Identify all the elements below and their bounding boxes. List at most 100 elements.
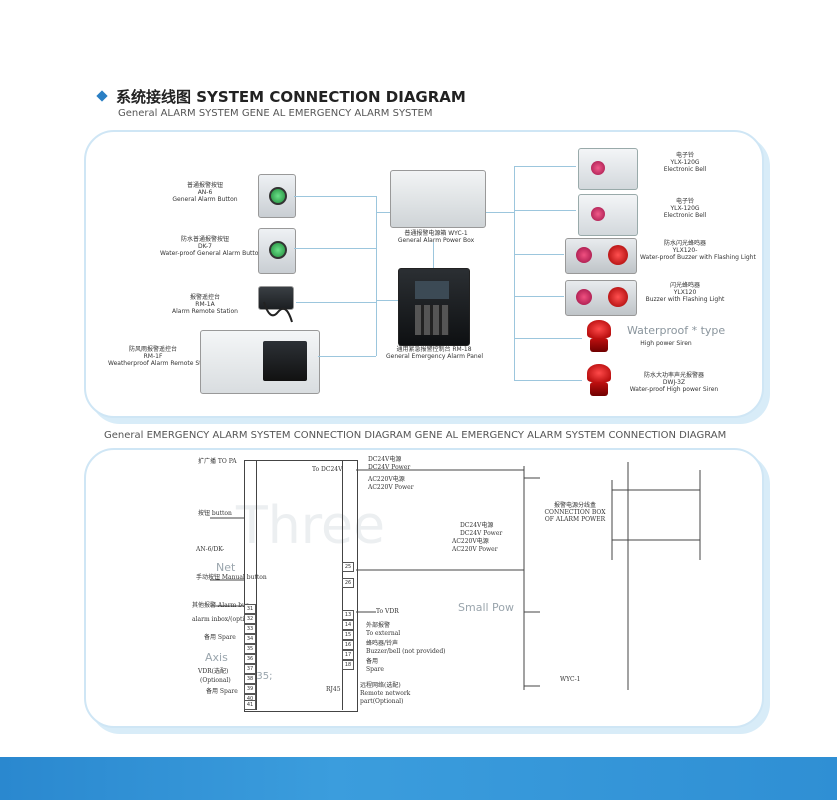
remote-unit-inner — [263, 341, 307, 381]
mid-label-remote-opt: part(Optional) — [360, 698, 404, 705]
net-overlay-text: Net — [216, 561, 236, 574]
mid-label-ext-cn: 外部报警 — [366, 622, 391, 629]
mid-dc24-en: DC24V Power — [460, 530, 503, 537]
waterproof-buzzer-device — [565, 238, 637, 274]
wire — [514, 380, 582, 381]
mid-label-spare-en: Spare — [366, 666, 384, 673]
mid-label-buzzer-cn: 蜂鸣器/铃声 — [366, 640, 399, 647]
waterproof-alarm-button-device — [258, 228, 296, 274]
mid-ac220-cn: AC220V电源 — [452, 538, 489, 545]
wire — [514, 296, 564, 297]
panel-keys — [415, 305, 449, 335]
title-text: 系统接线图 SYSTEM CONNECTION DIAGRAM — [116, 88, 466, 106]
schematic-left-terminal-strip — [244, 460, 257, 710]
wire — [296, 302, 376, 303]
sch-label-manual: 手动按钮 Manual button — [196, 574, 267, 581]
terminal: 32 — [244, 614, 256, 624]
sch-ac220-en: AC220V Power — [368, 484, 414, 491]
bell-indicator-icon — [591, 207, 605, 221]
overlay-135-text: 135; — [250, 671, 273, 682]
high-power-siren-device — [584, 320, 614, 354]
electronic-bell-1 — [578, 148, 638, 190]
mid-label-ext-en: To external — [366, 630, 401, 637]
flashing-light-icon — [608, 287, 628, 307]
sch-ac220-cn: AC220V电源 — [368, 476, 405, 483]
sch-label-vdr: VDR(选配) — [198, 668, 229, 675]
sch-label-alarm-inbox: alarm inbox/(option) — [192, 616, 255, 623]
terminal: 15 — [342, 630, 354, 640]
wire — [433, 242, 434, 268]
coiled-cable-icon — [263, 301, 293, 323]
general-emergency-alarm-panel — [398, 268, 470, 346]
wire — [376, 212, 390, 213]
waterproof-type-text: Waterproof * type — [627, 324, 726, 337]
green-button-icon — [269, 187, 287, 205]
sch-dc24-cn: DC24V电源 — [368, 456, 402, 463]
terminal: 34 — [244, 634, 256, 644]
mid-label-remote-en: Remote network — [360, 690, 411, 697]
wire — [514, 166, 576, 167]
terminal: 18 — [342, 660, 354, 670]
buzzer-icon — [576, 247, 592, 263]
page-title: 系统接线图 SYSTEM CONNECTION DIAGRAM — [96, 86, 466, 107]
green-button-icon — [269, 241, 287, 259]
small-pow-overlay-text: Small Pow — [458, 601, 515, 614]
terminal: 25 — [342, 562, 354, 572]
buzzer-icon — [576, 289, 592, 305]
connection-box-label: 报警电源分线盒 CONNECTION BOX OF ALARM POWER — [544, 502, 606, 523]
wire — [294, 248, 376, 249]
sch-label-button: 按钮 button — [198, 510, 232, 517]
terminal: 39 — [244, 684, 256, 694]
wire — [514, 254, 564, 255]
sch-label-an6: AN-6/DK- — [196, 546, 225, 553]
terminal: 33 — [244, 624, 256, 634]
terminal: 35 — [244, 644, 256, 654]
wire — [294, 196, 376, 197]
mid-label-spare-cn: 备用 — [366, 658, 379, 665]
schematic-main-block — [244, 460, 358, 712]
page-subtitle: General ALARM SYSTEM GENE AL EMERGENCY A… — [118, 108, 433, 119]
alarm-remote-station-device — [258, 286, 294, 310]
terminal: 13 — [342, 610, 354, 620]
terminal: 16 — [342, 640, 354, 650]
sch-label-optional: (Optional) — [200, 677, 231, 684]
waterproof-siren-device — [584, 364, 614, 398]
sch-label-spare-2: 备用 Spare — [206, 688, 238, 695]
general-alarm-power-box — [390, 170, 486, 228]
flashing-light-icon — [608, 245, 628, 265]
terminal: 17 — [342, 650, 354, 660]
wire — [376, 300, 398, 301]
bottom-banner — [0, 757, 837, 800]
terminal: 14 — [342, 620, 354, 630]
siren-icon — [587, 320, 611, 338]
sch-label-pa: 扩广播 TO PA — [198, 458, 237, 465]
wire — [514, 338, 582, 339]
terminal: 31 — [244, 604, 256, 614]
terminal: 37 — [244, 664, 256, 674]
high-power-siren-label: High power Siren — [640, 340, 692, 347]
terminal: 38 — [244, 674, 256, 684]
sch-dc24-en: DC24V Power — [368, 464, 411, 471]
wire — [514, 166, 515, 380]
panel-display — [415, 281, 449, 299]
mid-label-remote-cn: 远程网络(选配) — [360, 682, 401, 689]
wire — [484, 212, 514, 213]
axis-overlay-text: Axis — [205, 651, 228, 664]
wire — [376, 196, 377, 356]
weatherproof-remote-station-device — [200, 330, 320, 394]
terminal: 41 — [244, 700, 256, 710]
wire — [514, 210, 576, 211]
mid-label-buzzer-en: Buzzer/bell (not provided) — [366, 648, 446, 655]
mid-dc24-cn: DC24V电源 — [460, 522, 494, 529]
